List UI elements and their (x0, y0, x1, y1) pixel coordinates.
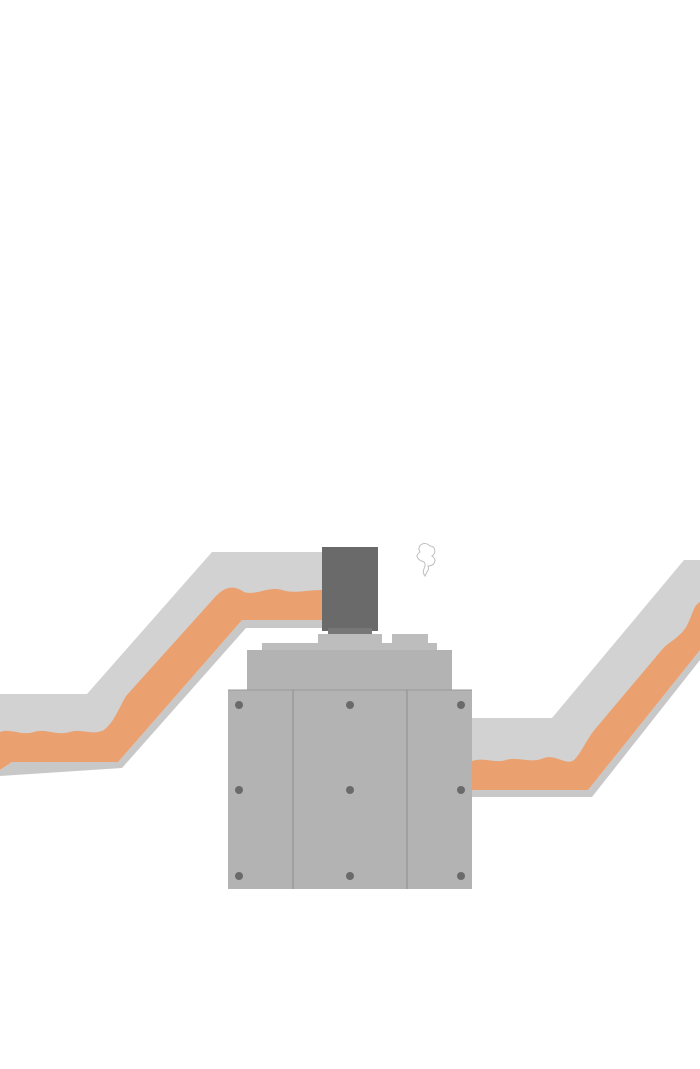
bolt-icon (457, 701, 465, 709)
bolt-icon (346, 872, 354, 880)
right-pipe-casing (470, 560, 700, 790)
left-pipe-fluid (0, 587, 322, 770)
bolt-icon (457, 786, 465, 794)
bolt-icon (235, 701, 243, 709)
bolt-icon (457, 872, 465, 880)
bolt-icon (235, 872, 243, 880)
unit-upper-body (247, 650, 452, 691)
bolt-icon (346, 701, 354, 709)
motor-housing (322, 547, 378, 631)
right-pipe-fluid (470, 602, 700, 790)
unit-lid (262, 643, 437, 651)
top-plate-right (392, 634, 428, 643)
top-plate-left (318, 634, 382, 643)
pump-unit (228, 547, 472, 889)
bolt-icon (346, 786, 354, 794)
unit-bolts (235, 701, 465, 880)
left-pipe (0, 552, 330, 776)
steam-wisp-icon (416, 543, 436, 578)
motor-neck (328, 628, 372, 636)
bolt-icon (235, 786, 243, 794)
right-pipe (470, 560, 700, 797)
